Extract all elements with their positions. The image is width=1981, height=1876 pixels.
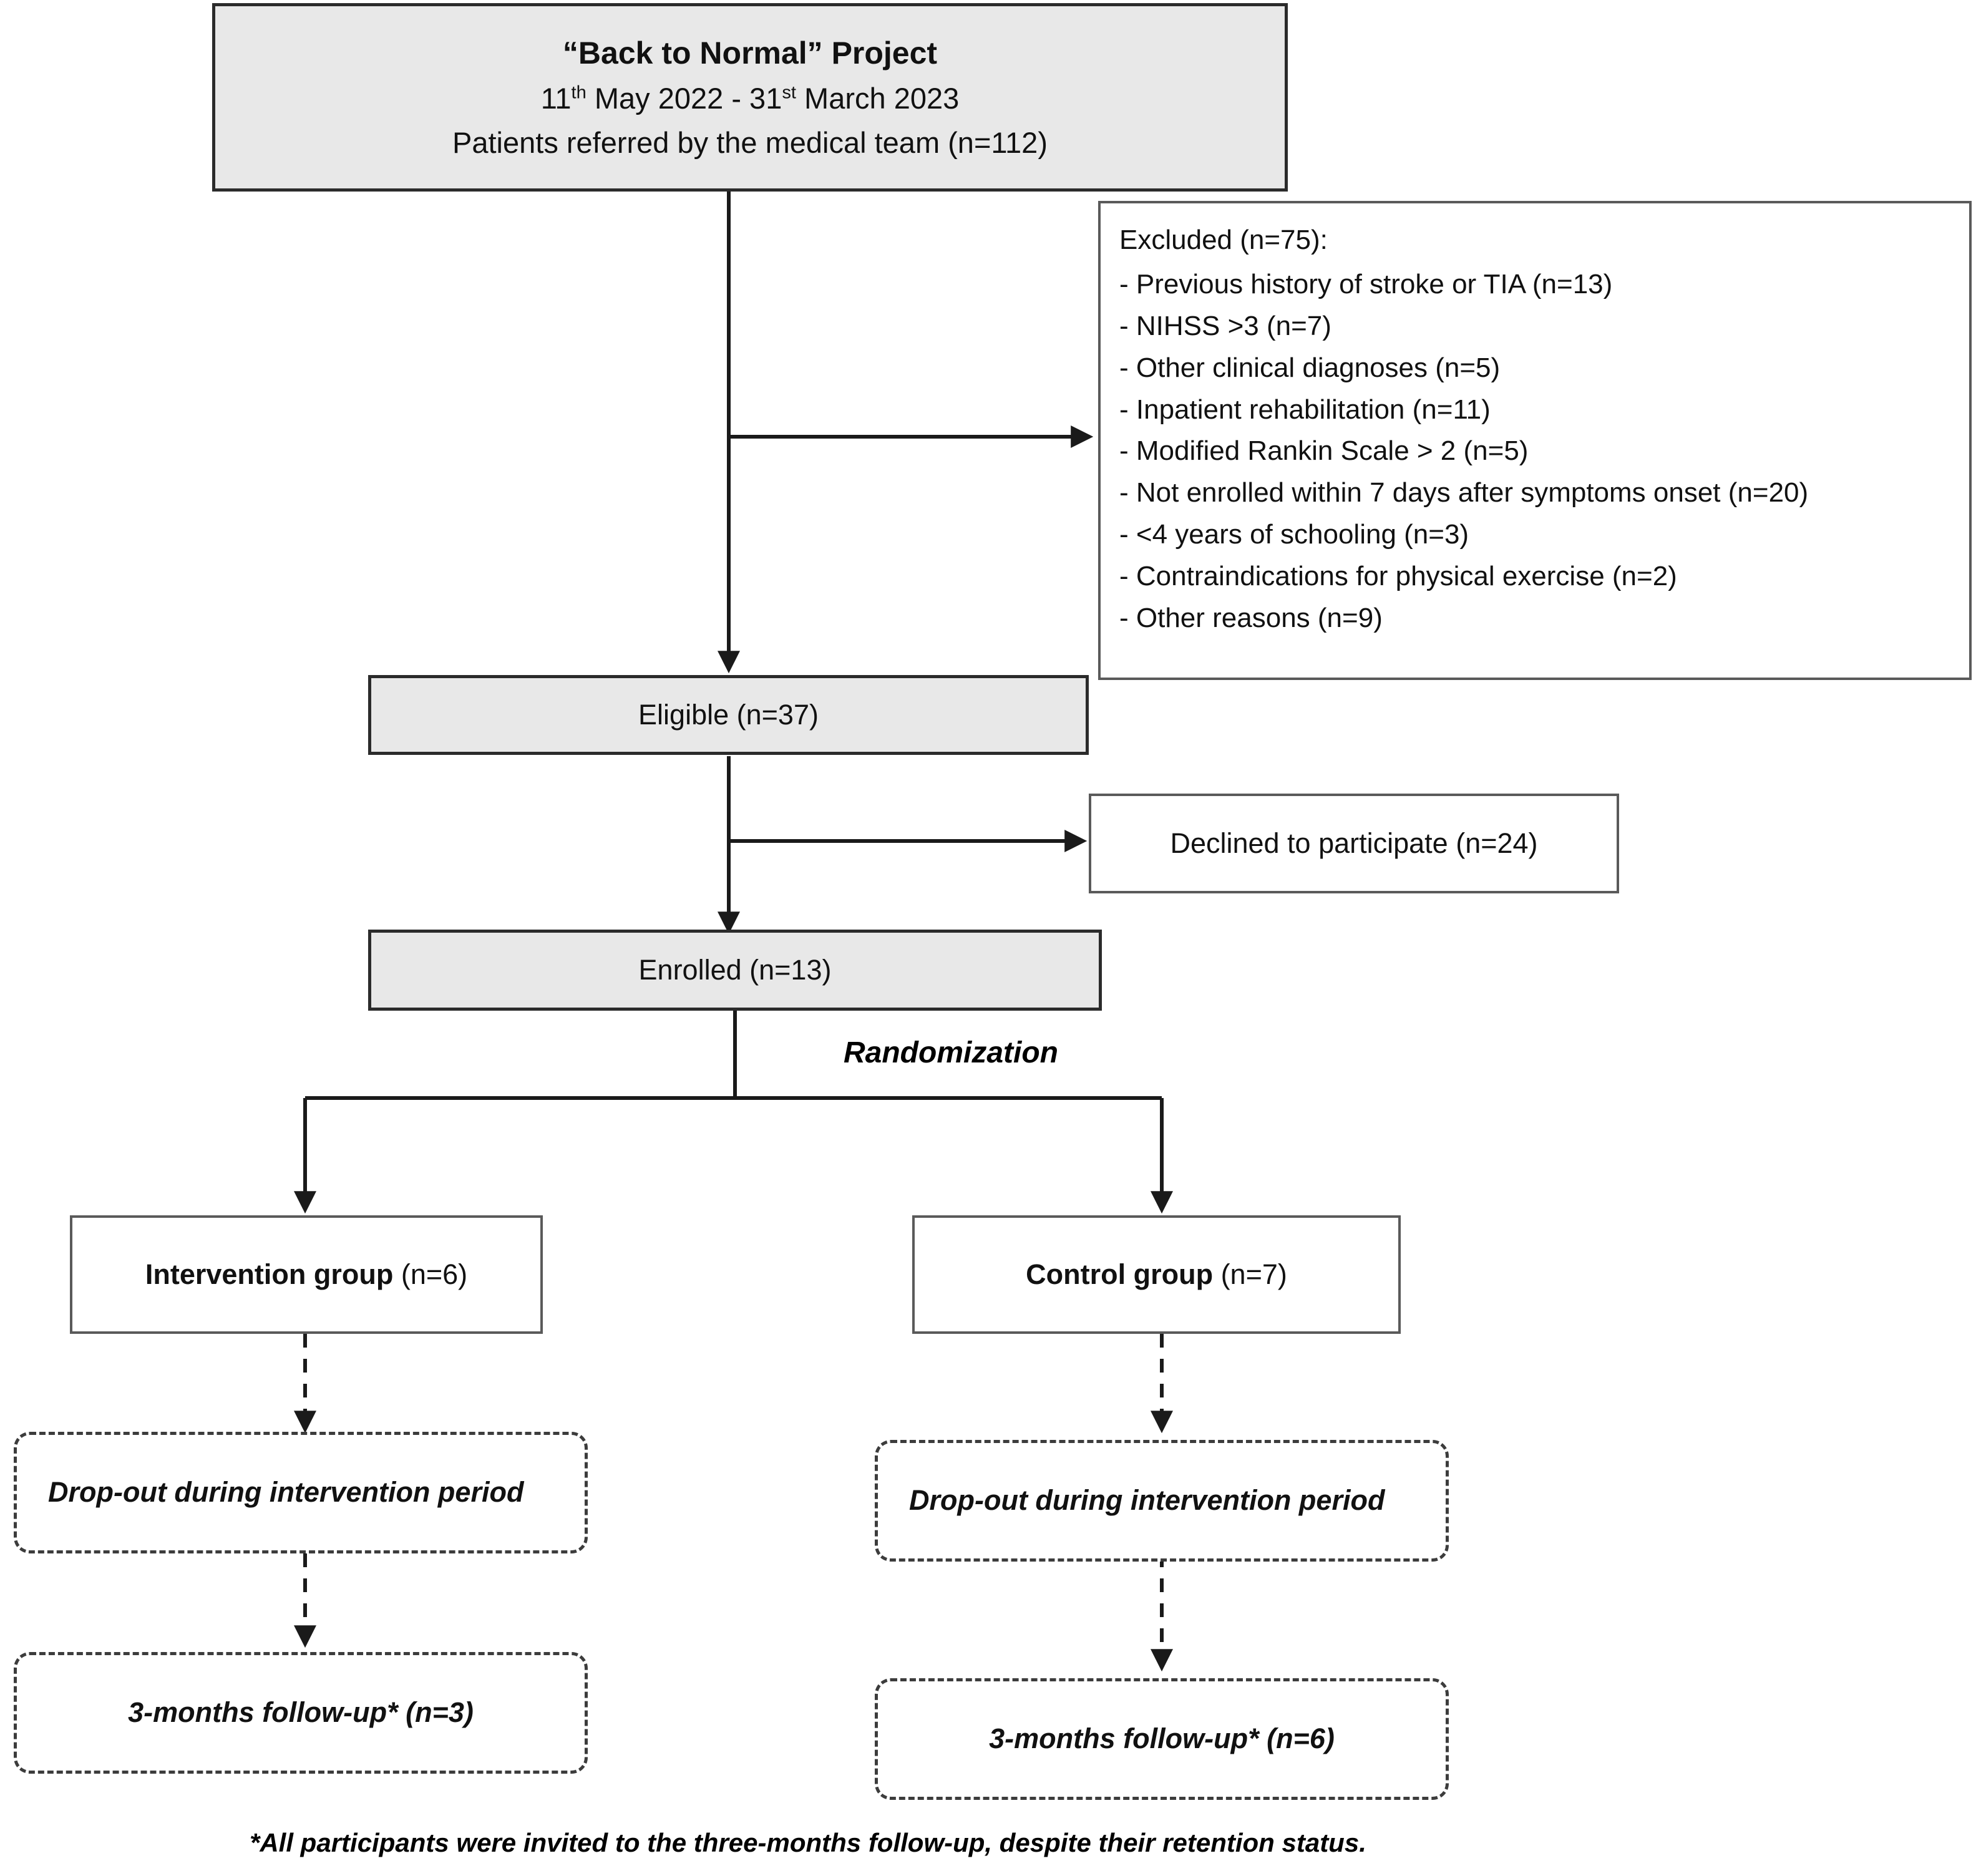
date-middle: May 2022 - 31	[586, 81, 782, 115]
project-dates-line: 11th May 2022 - 31st March 2023	[228, 79, 1272, 119]
followup-intervention-box: 3-months follow-up* (n=3)	[14, 1652, 588, 1774]
eligible-box: Eligible (n=37)	[368, 675, 1089, 755]
declined-box: Declined to participate (n=24)	[1089, 794, 1619, 893]
excluded-reason-item: - Previous history of stroke or TIA (n=1…	[1119, 268, 1613, 299]
excluded-reason-item: - Other reasons (n=9)	[1119, 602, 1383, 633]
excluded-heading: Excluded (n=75):	[1119, 225, 1328, 255]
excluded-reason-item: - Not enrolled within 7 days after sympt…	[1119, 477, 1809, 508]
dropout-intervention-box: Drop-out during intervention period	[14, 1432, 588, 1553]
date-start-day: 11	[540, 81, 572, 115]
control-group-count: (n=7)	[1213, 1258, 1287, 1290]
randomization-label: Randomization	[844, 1036, 1058, 1069]
followup-intervention-label: 3-months follow-up* (n=3)	[128, 1696, 474, 1729]
followup-control-box: 3-months follow-up* (n=6)	[875, 1678, 1449, 1800]
control-group-box: Control group (n=7)	[912, 1215, 1401, 1334]
excluded-reason-item: - Contraindications for physical exercis…	[1119, 561, 1677, 591]
intervention-group-label: Intervention group	[145, 1258, 394, 1290]
excluded-reason-item: - <4 years of schooling (n=3)	[1119, 519, 1469, 550]
dropout-intervention-label: Drop-out during intervention period	[48, 1476, 524, 1509]
date-end: March 2023	[796, 81, 960, 115]
excluded-box: Excluded (n=75): - Previous history of s…	[1098, 201, 1972, 680]
intervention-group-count: (n=6)	[393, 1258, 468, 1290]
date-start-ordinal: th	[571, 82, 587, 102]
followup-control-label: 3-months follow-up* (n=6)	[989, 1723, 1335, 1755]
date-end-ordinal: st	[782, 82, 796, 102]
excluded-reason-item: - Modified Rankin Scale > 2 (n=5)	[1119, 435, 1529, 467]
intervention-group-box: Intervention group (n=6)	[70, 1215, 543, 1334]
project-title-box: “Back to Normal” Project 11th May 2022 -…	[212, 3, 1288, 192]
excluded-reason-item: - Inpatient rehabilitation (n=11)	[1119, 394, 1491, 425]
dropout-control-label: Drop-out during intervention period	[909, 1484, 1385, 1517]
excluded-reason-item: - NIHSS >3 (n=7)	[1119, 310, 1331, 341]
enrolled-label: Enrolled (n=13)	[638, 953, 832, 986]
excluded-reason-list: - Previous history of stroke or TIA (n=1…	[1119, 264, 1950, 639]
control-group-label: Control group	[1026, 1258, 1214, 1290]
excluded-reason-item: - Other clinical diagnoses (n=5)	[1119, 352, 1501, 383]
declined-label: Declined to participate (n=24)	[1170, 827, 1538, 859]
patients-referred-line: Patients referred by the medical team (n…	[452, 125, 1048, 159]
enrolled-box: Enrolled (n=13)	[368, 930, 1102, 1011]
footnote-text: *All participants were invited to the th…	[250, 1828, 1366, 1857]
eligible-label: Eligible (n=37)	[638, 698, 819, 731]
project-title-line: “Back to Normal” Project	[562, 35, 938, 70]
dropout-control-box: Drop-out during intervention period	[875, 1440, 1449, 1562]
